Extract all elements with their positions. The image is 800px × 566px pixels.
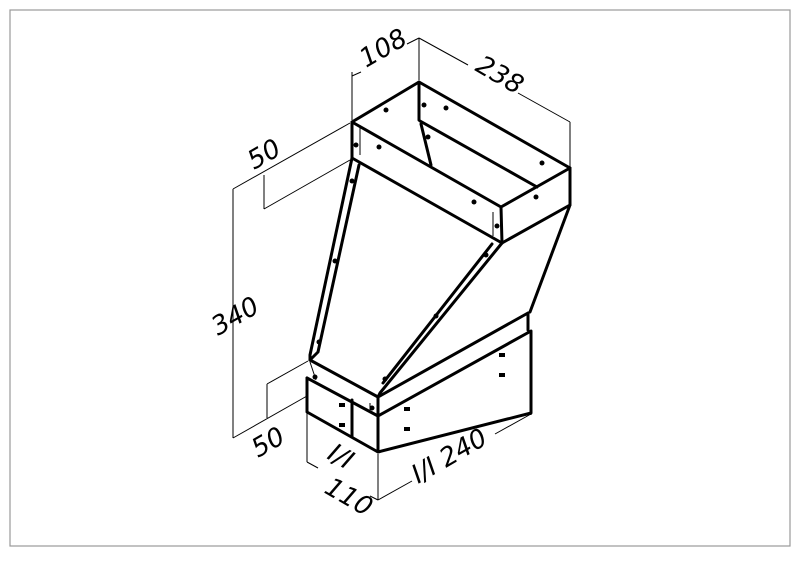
top-collar (350, 80, 572, 245)
dim-top-depth: 108 (355, 23, 413, 74)
transition-body (308, 156, 572, 399)
dim-bottom-depth-prefix: I/I (323, 438, 359, 476)
dim-top-collar-height: 50 (243, 134, 287, 177)
drawing-frame (9, 9, 791, 547)
rivets (312, 102, 545, 431)
dim-top-width: 238 (471, 50, 529, 101)
dimension-lines (232, 37, 571, 501)
dim-bottom-depth: 110 (320, 472, 378, 523)
dim-total-height: 340 (207, 291, 265, 342)
bottom-collar (305, 311, 533, 454)
dim-bottom-collar-height: 50 (247, 422, 291, 465)
